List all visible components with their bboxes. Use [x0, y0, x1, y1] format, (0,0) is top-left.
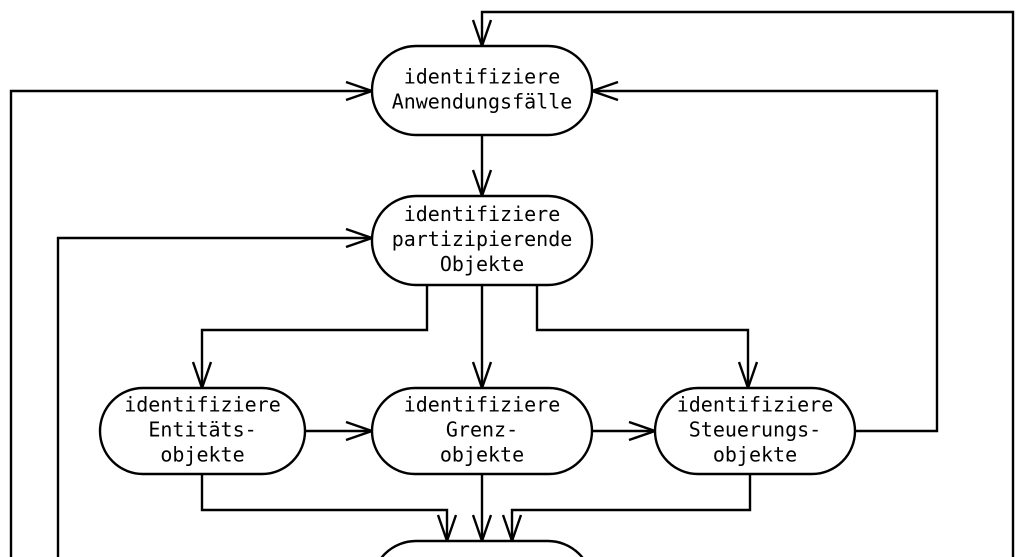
nodes-layer: identifiziereAnwendungsfälleidentifizier… — [98, 44, 857, 557]
edge-partizipierende-objekte-to-grenzobjekte — [471, 285, 493, 392]
node-label-grenzobjekte-line-2: Grenz- — [446, 418, 518, 442]
edge-grenzobjekte-to-bottom-node — [471, 474, 493, 545]
node-label-steuerungsobjekte-line-3: objekte — [713, 443, 797, 467]
node-label-steuerungsobjekte-line-1: identifiziere — [677, 393, 834, 417]
edge-entitaetsobjekte-to-bottom-node — [200, 474, 458, 545]
node-shape-anwendungsfaelle[interactable] — [370, 44, 594, 137]
edges-layer — [9, 10, 1015, 557]
edge-entitaetsobjekte-to-grenzobjekte — [305, 420, 376, 442]
edge-steuerungsobjekte-to-anwendungsfaelle — [588, 80, 939, 433]
edge-partizipierende-objekte-to-steuerungsobjekte — [535, 285, 759, 392]
node-label-partizipierende-objekte-line-1: identifiziere — [404, 202, 561, 226]
node-shape-entitaetsobjekte[interactable] — [98, 386, 307, 476]
node-label-grenzobjekte-line-3: objekte — [440, 443, 524, 467]
node-label-grenzobjekte-line-1: identifiziere — [404, 393, 561, 417]
node-bottom-partial[interactable] — [372, 539, 592, 557]
node-label-entitaetsobjekte-line-3: objekte — [160, 443, 244, 467]
edge-left-feedback-into-anwendungsfaelle — [9, 80, 376, 557]
edge-partizipierende-objekte-to-entitaetsobjekte — [191, 285, 429, 392]
node-label-steuerungsobjekte-line-2: Steuerungs- — [689, 418, 821, 442]
edge-anwendungsfaelle-to-partizipierende-objekte — [471, 135, 493, 200]
node-label-entitaetsobjekte-line-2: Entitäts- — [148, 418, 256, 442]
node-label-anwendungsfaelle-line-1: identifiziere — [404, 65, 561, 89]
edge-steuerungsobjekte-to-bottom-node — [501, 474, 752, 545]
node-shape-grenzobjekte[interactable] — [370, 386, 594, 476]
edge-grenzobjekte-to-steuerungsobjekte — [592, 420, 659, 442]
node-label-partizipierende-objekte-line-2: partizipierende — [392, 227, 573, 251]
node-shape-steuerungsobjekte[interactable] — [653, 386, 857, 476]
node-label-partizipierende-objekte-line-3: Objekte — [440, 252, 524, 276]
node-shape-bottom-partial[interactable] — [372, 539, 592, 557]
node-label-anwendungsfaelle-line-2: Anwendungsfälle — [392, 90, 573, 114]
node-shape-partizipierende-objekte[interactable] — [370, 194, 594, 287]
node-label-entitaetsobjekte-line-1: identifiziere — [124, 393, 281, 417]
